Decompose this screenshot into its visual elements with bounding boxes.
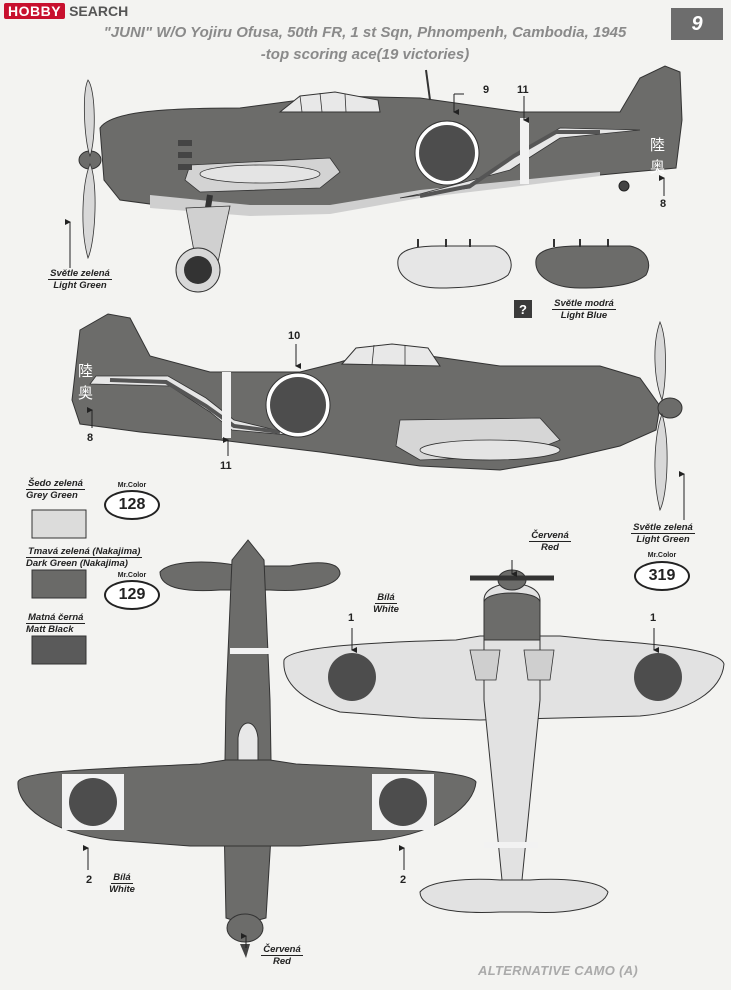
tail-kanji-top: 陸 xyxy=(650,136,665,154)
side-view-middle: 陸 奥 xyxy=(71,313,683,512)
callout-10: 10 xyxy=(288,330,301,342)
callout-1-right: 1 xyxy=(650,612,657,624)
label-light-green-mid: Světle zelená Light Green xyxy=(631,522,695,545)
legend-matt-black: Matná černá Matt Black xyxy=(26,612,86,635)
label-white-top-view: Bílá White xyxy=(109,872,135,895)
title-line-1: "JUNI" W/O Yojiru Ofusa, 50th FR, 1 st S… xyxy=(103,24,627,41)
mr-color-129-label: Mr.Color xyxy=(117,572,147,579)
callout-8-mid: 8 xyxy=(87,432,94,444)
drop-tank-dark xyxy=(535,239,650,289)
page-title: "JUNI" W/O Yojiru Ofusa, 50th FR, 1 st S… xyxy=(60,22,670,66)
alternative-camo-caption: ALTERNATIVE CAMO (A) xyxy=(478,963,639,978)
mr-color-319-label: Mr.Color xyxy=(647,552,677,559)
drop-tank-light-blue xyxy=(397,239,512,289)
tail-kanji-mid-2: 奥 xyxy=(78,384,93,402)
callout-1-left: 1 xyxy=(348,612,355,624)
label-light-green-top: Světle zelená Light Green xyxy=(48,268,112,291)
tail-kanji-mid: 陸 xyxy=(78,362,93,380)
callout-2-left: 2 xyxy=(86,874,93,886)
label-light-blue: Světle modrá Light Blue xyxy=(552,298,616,321)
logo-brand: HOBBY xyxy=(4,3,66,19)
hobby-search-logo: HOBBY SEARCH xyxy=(4,3,128,19)
question-mark-badge: ? xyxy=(514,300,532,318)
logo-word: SEARCH xyxy=(69,3,129,19)
legend-dark-green: Tmavá zelená (Nakajima) Dark Green (Naka… xyxy=(26,546,143,569)
mr-color-128-label: Mr.Color xyxy=(117,482,147,489)
mr-color-128: 128 xyxy=(104,490,160,520)
callout-11-top: 11 xyxy=(517,84,529,96)
side-view-top: 陸 奥 xyxy=(78,65,683,293)
label-red-top-view: Červená Red xyxy=(261,944,303,967)
mr-color-319: 319 xyxy=(634,561,690,591)
callout-9: 9 xyxy=(483,84,490,96)
callout-8-top: 8 xyxy=(660,198,667,210)
tail-kanji-top-2: 奥 xyxy=(650,158,665,176)
title-line-2: -top scoring ace(19 victories) xyxy=(260,46,470,63)
grey-green-swatch xyxy=(31,509,87,539)
top-view xyxy=(17,539,477,958)
label-white-bottom: Bílá White xyxy=(373,592,399,615)
matt-black-swatch xyxy=(31,635,87,665)
page-number: 9 xyxy=(671,8,723,40)
mr-color-129: 129 xyxy=(104,580,160,610)
label-red-spinner: Červená Red xyxy=(529,530,571,553)
callout-11-mid: 11 xyxy=(220,460,232,472)
callout-2-right: 2 xyxy=(400,874,407,886)
bottom-view xyxy=(283,569,725,913)
dark-green-swatch xyxy=(31,569,87,599)
legend-grey-green: Šedo zelená Grey Green xyxy=(26,478,85,501)
